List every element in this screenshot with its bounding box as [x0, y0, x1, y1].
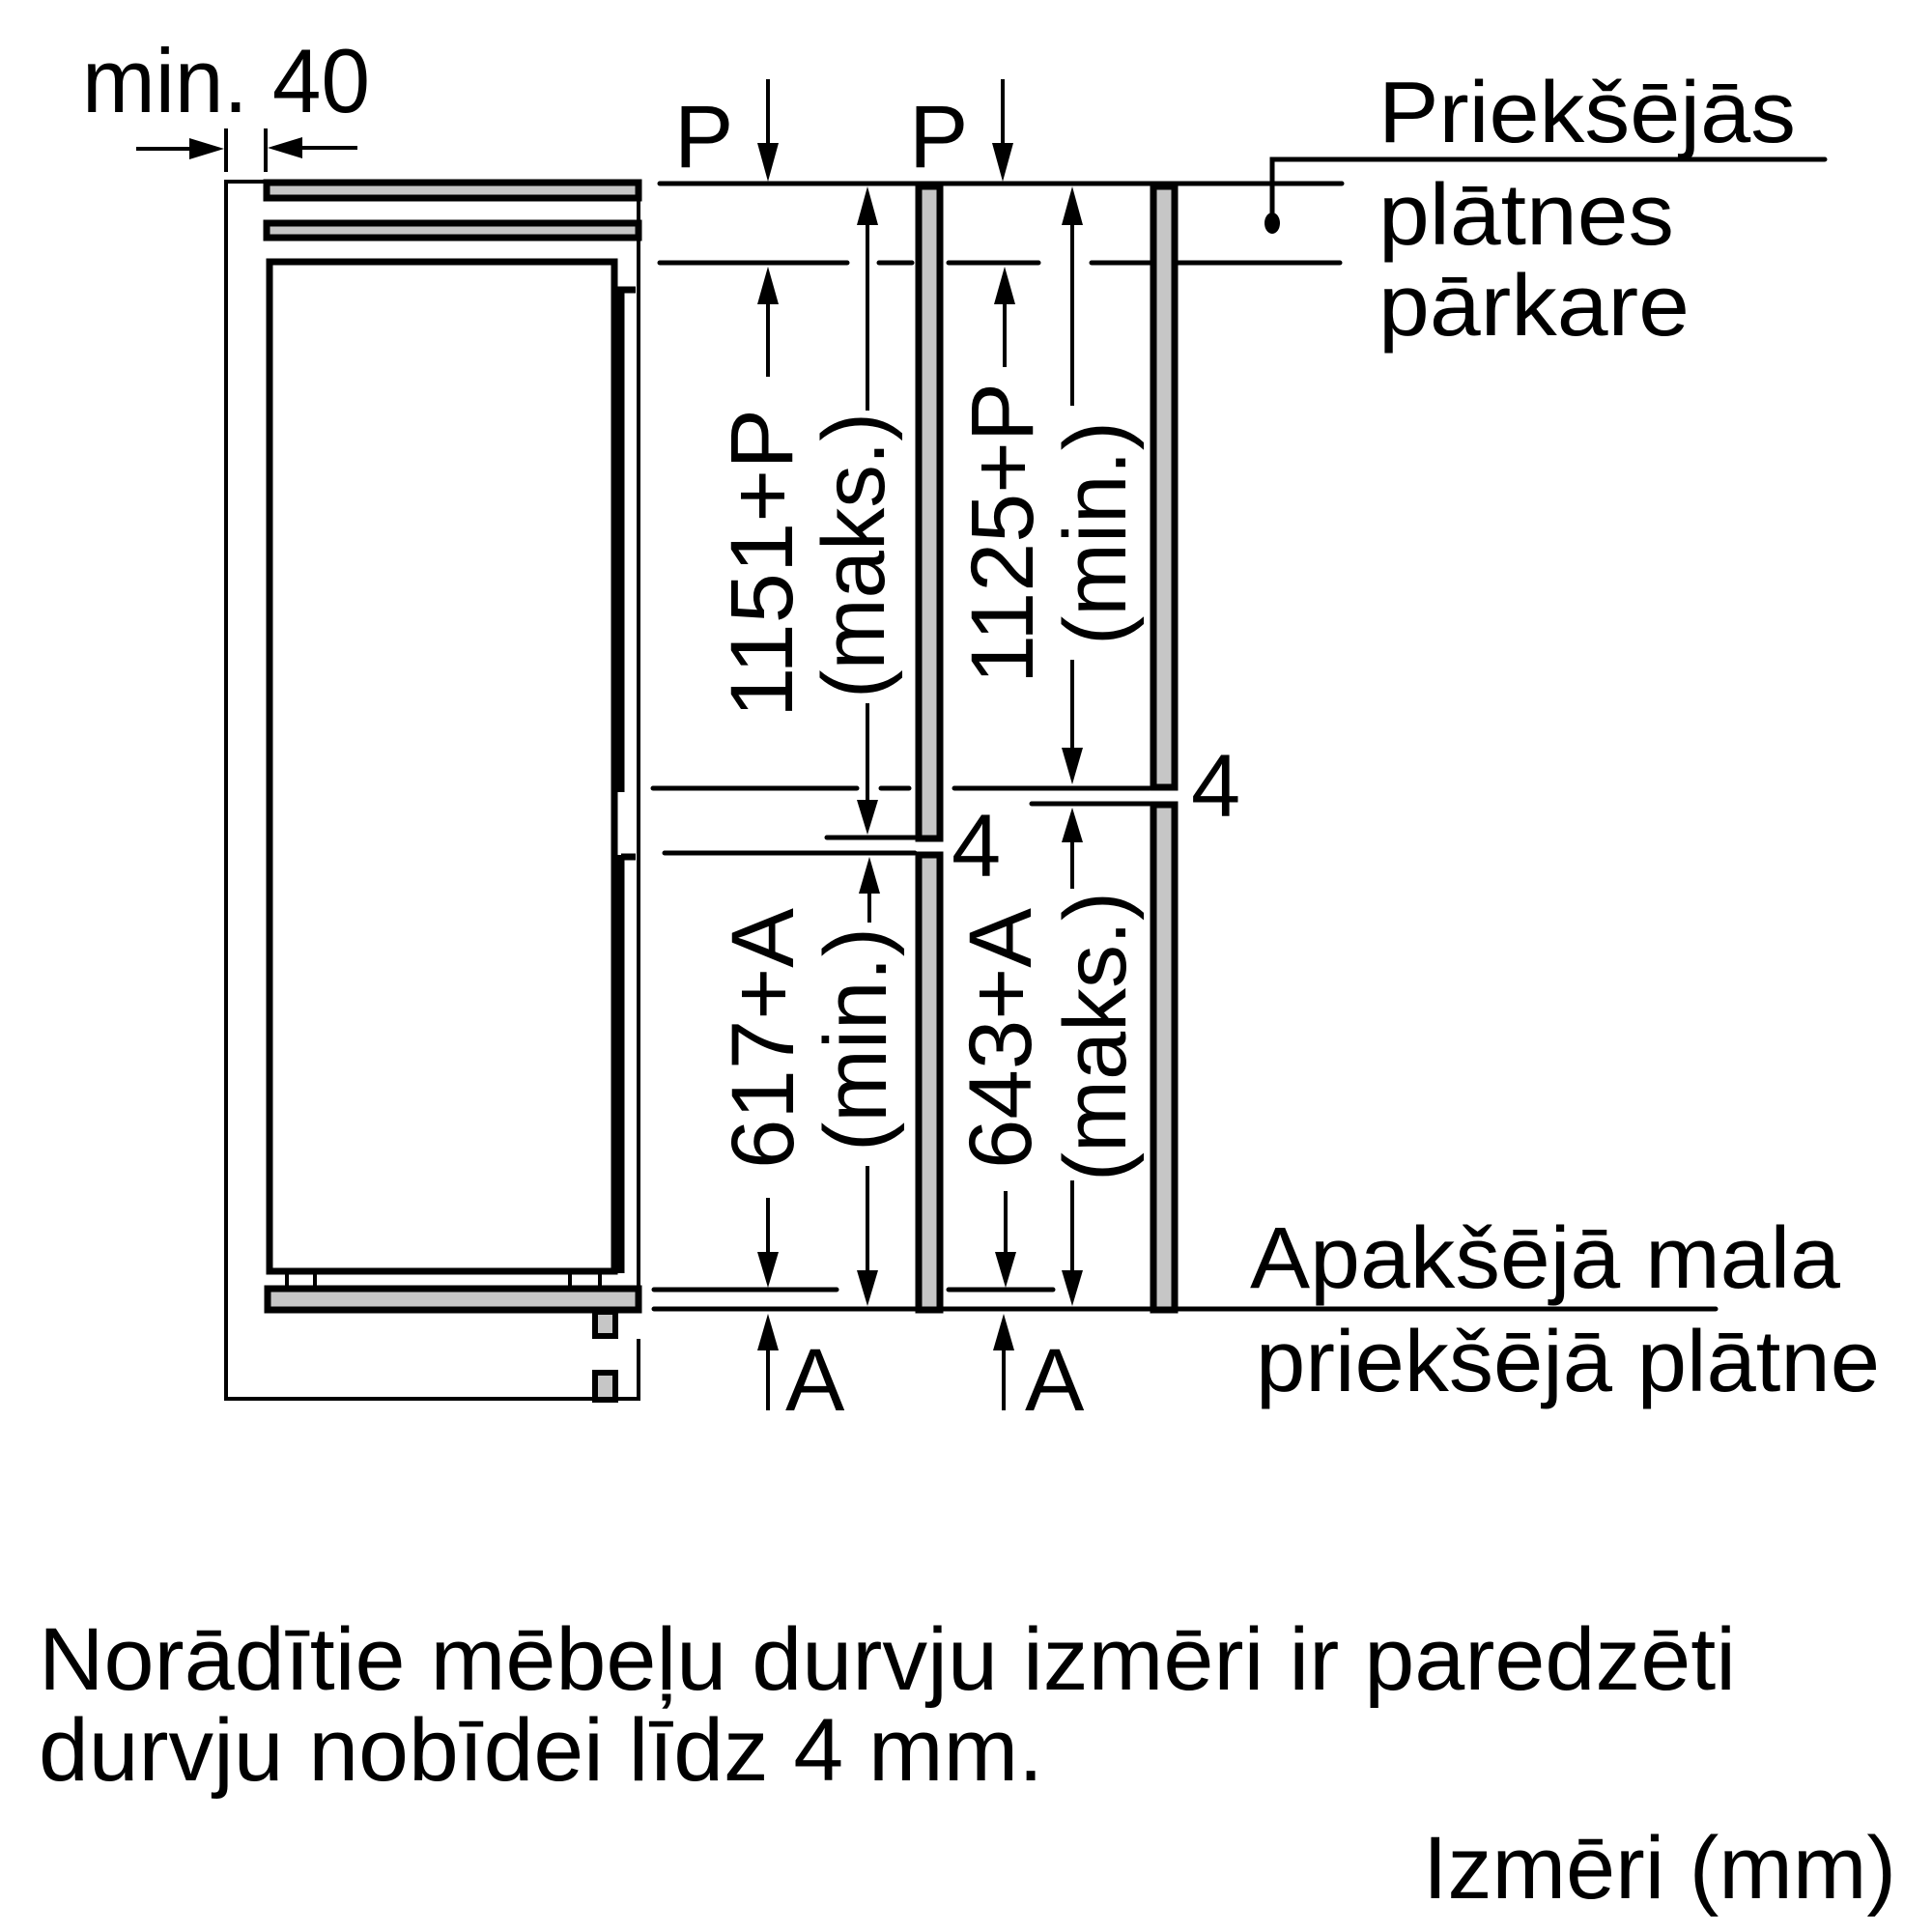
p-markers: P P	[674, 79, 1013, 186]
footnote-line-1: Norādītie mēbeļu durvju izmēri ir paredz…	[39, 1610, 1736, 1709]
overhang-label-line-2: plātnes	[1378, 167, 1674, 264]
dim-upper-left-qualifier: (maks.)	[805, 412, 903, 698]
a-marker-right: A	[1025, 1331, 1085, 1430]
a-marker-left: A	[785, 1331, 845, 1430]
dim-upper-right-value: 1125+P	[953, 383, 1052, 684]
clearance-label: min. 40	[82, 30, 370, 131]
p-marker-right: P	[909, 88, 968, 186]
front-panels	[915, 183, 1179, 1314]
callout-dot-icon	[1264, 213, 1280, 234]
dim-lower-right-value: 643+A	[952, 907, 1050, 1169]
dim-lower-right-qualifier: (maks.)	[1046, 892, 1145, 1181]
dim-upper-left-value: 1151+P	[713, 409, 811, 718]
gap-label-left: 4	[952, 797, 1001, 895]
panel-lower-right	[1150, 801, 1179, 1314]
arrow-down-icon	[757, 143, 779, 182]
reference-lines	[650, 181, 1719, 1312]
dim-upper-right-qualifier: (min.)	[1046, 421, 1145, 645]
dim-lower-left-value: 617+A	[714, 907, 812, 1169]
cabinet-side-view	[224, 179, 642, 1403]
overhang-label-line-3: pārkare	[1378, 258, 1690, 355]
clearance-dimension: min. 40	[82, 30, 370, 172]
overhang-label-line-1: Priekšējās	[1378, 65, 1796, 161]
arrow-down-icon	[992, 143, 1013, 182]
upper-dimension-arrows	[757, 186, 1083, 835]
panel-lower-left	[915, 851, 944, 1314]
overhang-callout: Priekšējās plātnes pārkare	[1264, 65, 1828, 355]
units-label: Izmēri (mm)	[1423, 1819, 1896, 1918]
footnote-line-2: durvju nobīdei līdz 4 mm.	[39, 1701, 1043, 1800]
dim-lower-left-qualifier: (min.)	[807, 927, 905, 1151]
p-marker-left: P	[674, 88, 733, 186]
lower-dimension-arrows	[757, 808, 1083, 1410]
panel-upper-right	[1150, 183, 1179, 791]
panel-upper-left	[915, 183, 944, 842]
bottom-edge-label-line-2: priekšējā plātne	[1256, 1314, 1880, 1410]
gap-label-right: 4	[1191, 737, 1240, 836]
bottom-edge-label-line-1: Apakšējā mala	[1250, 1210, 1841, 1307]
